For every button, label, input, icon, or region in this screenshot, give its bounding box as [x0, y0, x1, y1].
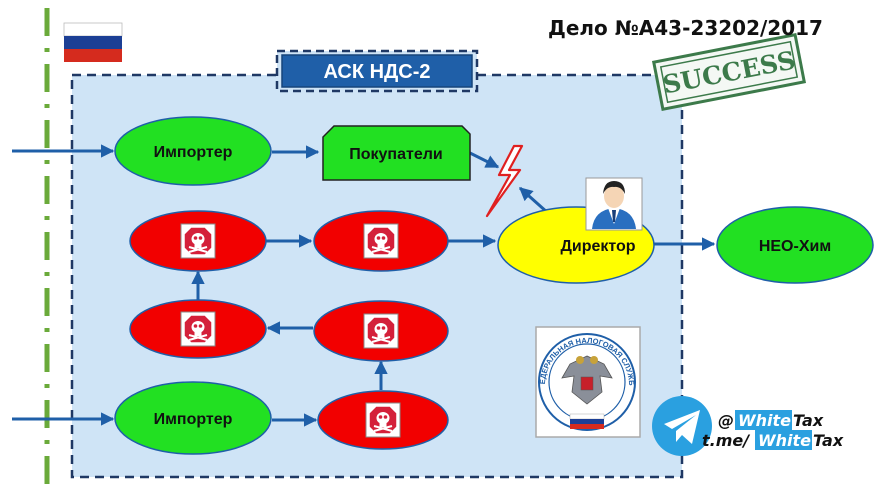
node-neo-chem — [716, 206, 874, 284]
telegram-link-highlight: White — [758, 431, 811, 450]
node-importer-top-label: Импортер — [154, 144, 233, 161]
node-director-label: Директор — [560, 238, 635, 255]
skull-stop-icon — [363, 313, 399, 349]
skull-stop-icon — [363, 223, 399, 259]
node-buyers — [322, 125, 471, 181]
arrow-buyers-lightning — [467, 150, 500, 169]
telegram-icon — [652, 396, 712, 456]
zone-label-text: АСК НДС-2 — [323, 61, 430, 83]
skull-stop-icon — [180, 311, 216, 347]
zone-label-box: АСК НДС-2 — [275, 49, 479, 93]
node-importer-bottom-label: Импортер — [154, 411, 233, 428]
telegram-link-suffix: Tax — [813, 431, 844, 450]
node-buyers-label: Покупатели — [349, 146, 442, 163]
telegram-handle-highlight: White — [738, 411, 791, 430]
lightning-icon — [485, 144, 524, 218]
skull-stop-icon — [365, 402, 401, 438]
case-number: Дело №А43-23202/2017 — [548, 16, 823, 40]
skull-stop-icon — [180, 223, 216, 259]
telegram-handle-prefix: @ — [718, 411, 734, 430]
person-icon — [585, 177, 643, 231]
russia-flag-icon — [63, 22, 123, 62]
node-importer-top — [114, 116, 272, 186]
telegram-link-highlight-bg — [755, 430, 812, 450]
success-stamp: SUCCESS — [651, 32, 807, 112]
telegram-link-prefix: t.me/ — [702, 431, 750, 450]
telegram-handle-highlight-bg — [735, 410, 792, 430]
telegram-handle: @ — [718, 411, 734, 430]
arrow-director-lightning — [518, 186, 549, 215]
node-importer-bottom — [114, 381, 272, 455]
telegram-handle-suffix: Tax — [793, 411, 824, 430]
node-neo-chem-label: НЕО-Хим — [759, 238, 831, 255]
